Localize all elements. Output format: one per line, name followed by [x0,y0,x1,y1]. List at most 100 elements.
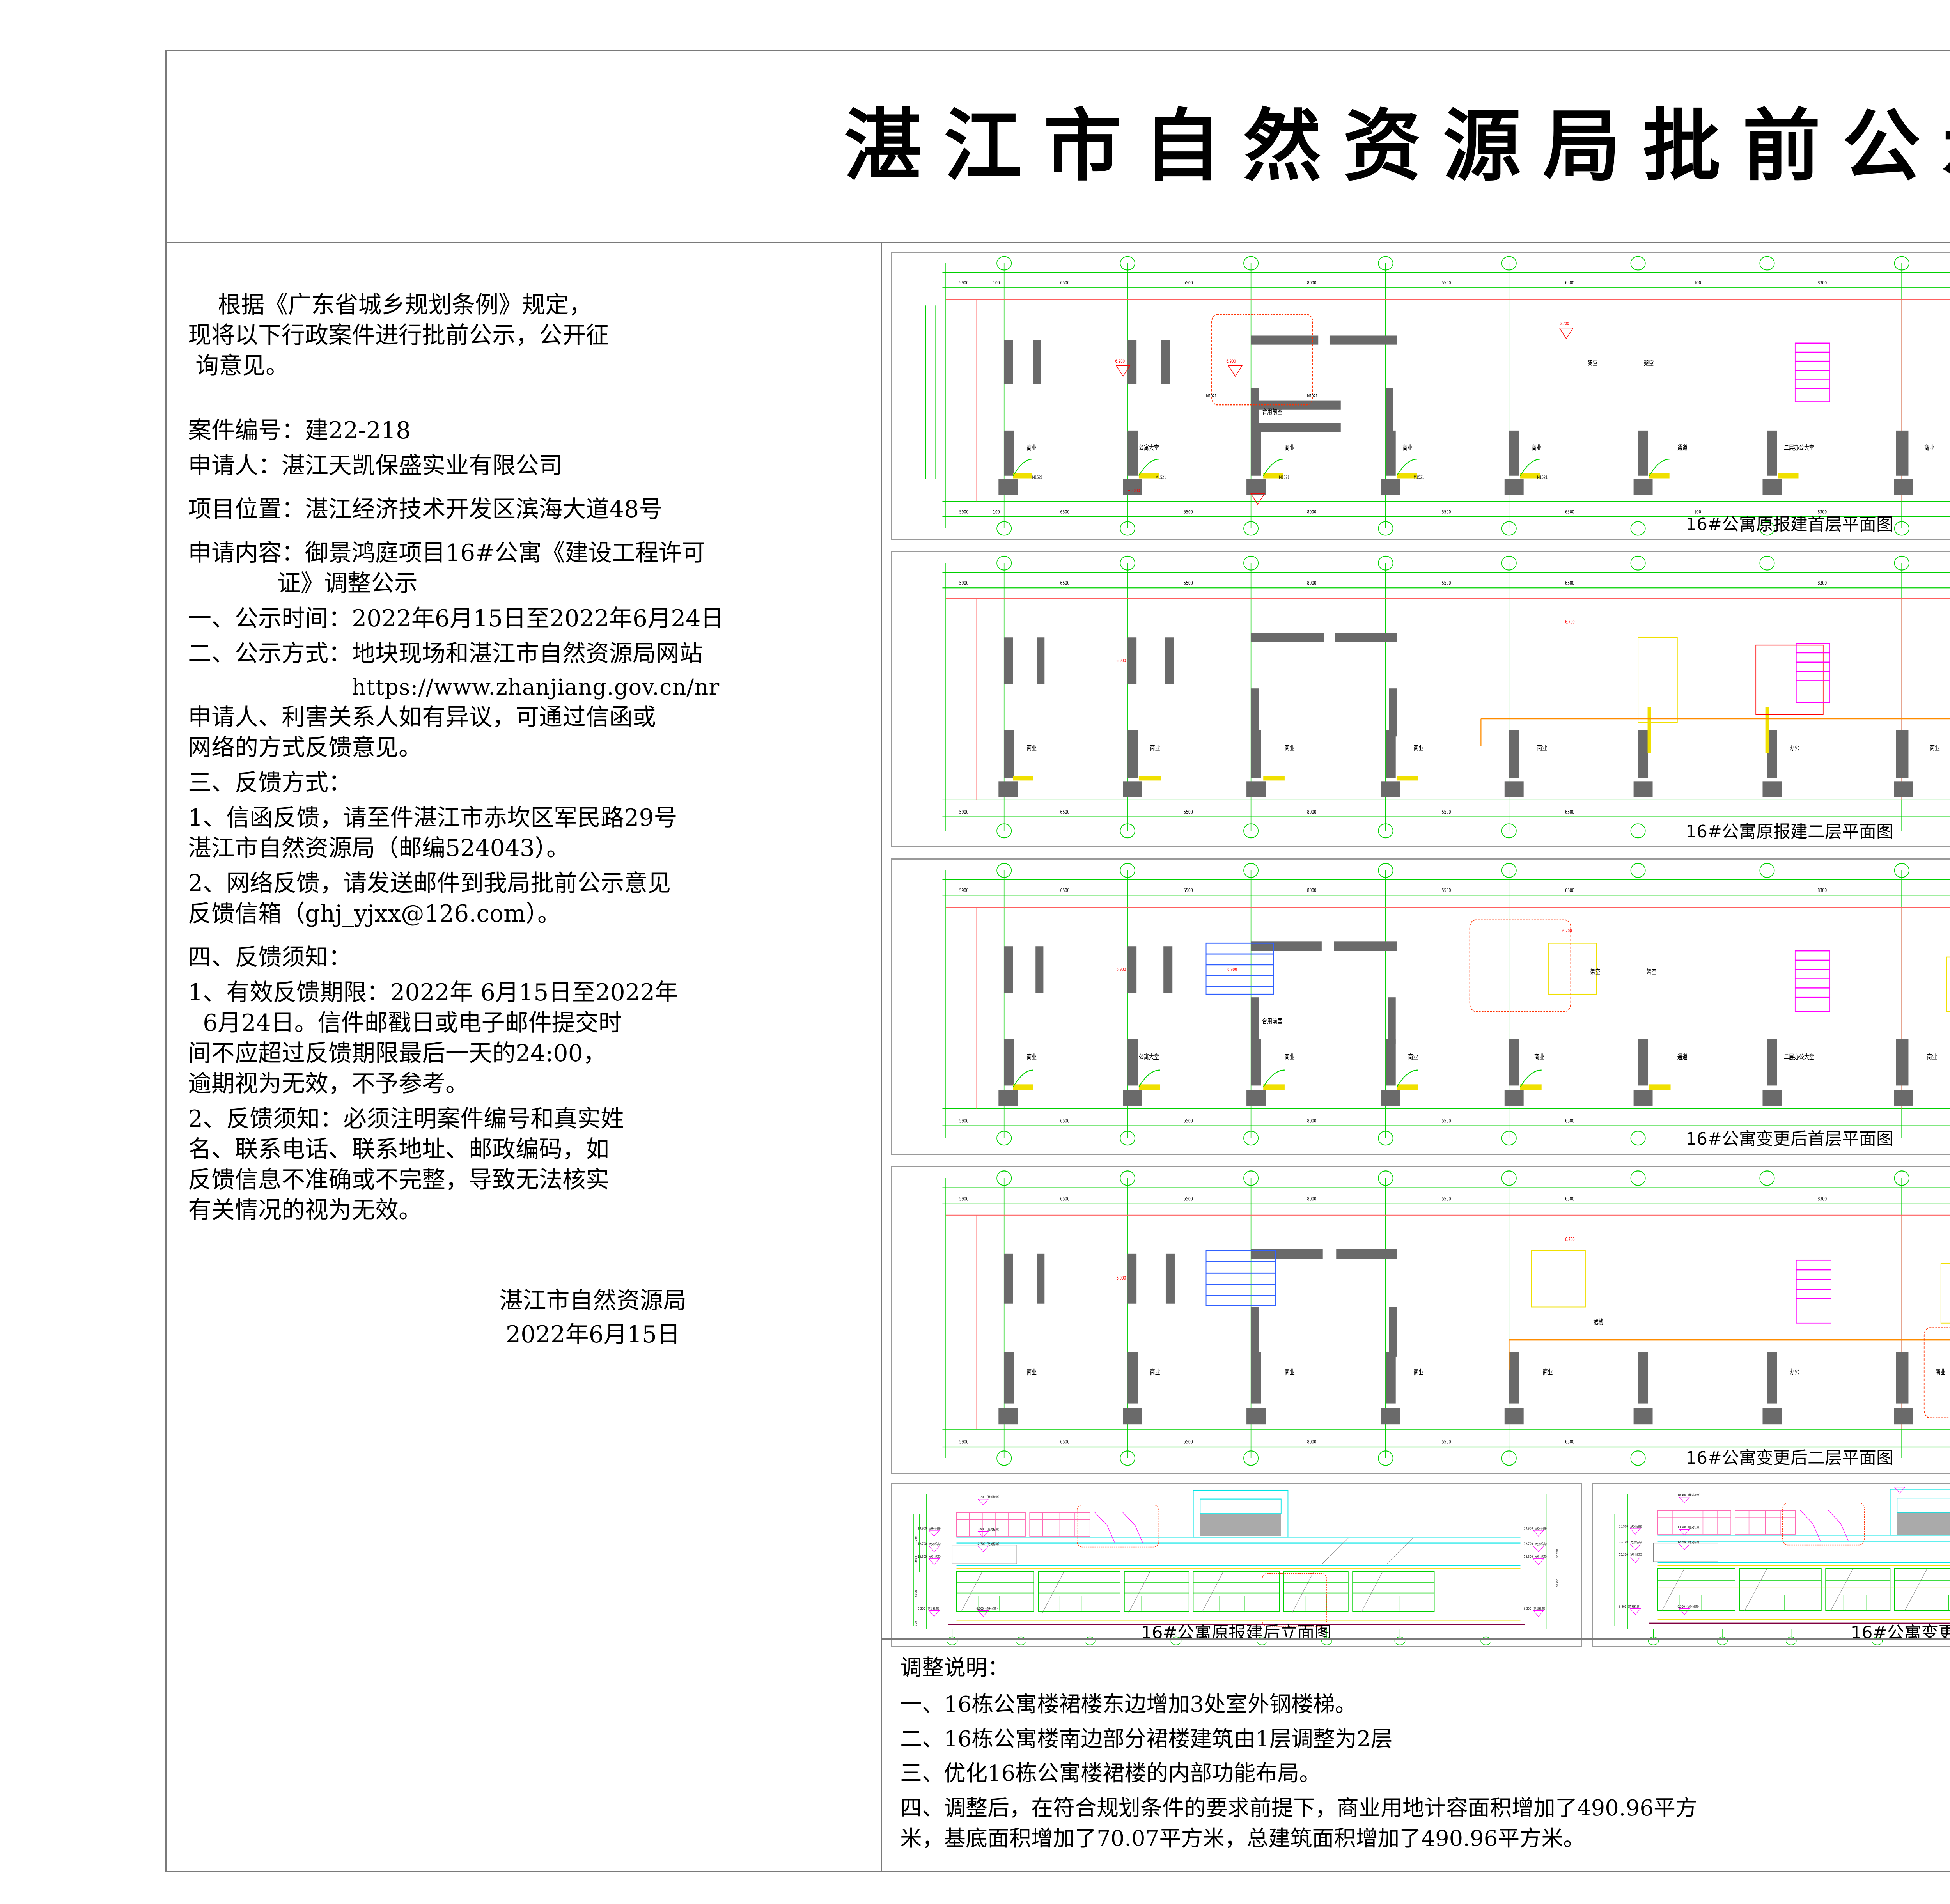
svg-text:65550: 65550 [1556,1579,1559,1587]
svg-text:商业: 商业 [1924,444,1934,452]
svg-text:12.700（绝对标高）: 12.700（绝对标高） [1524,1542,1548,1546]
svg-text:通道: 通道 [1677,444,1688,452]
svg-text:12.700（绝对标高）: 12.700（绝对标高） [1677,1540,1702,1544]
svg-text:架空: 架空 [1647,968,1657,976]
feedback-notice-heading: 四、反馈须知： [188,943,352,971]
publicity-url[interactable]: https://www.zhanjiang.gov.cn/nr [352,675,720,700]
svg-text:13.900（绝对标高）: 13.900（绝对标高） [1619,1525,1643,1528]
svg-text:8000: 8000 [1307,280,1316,286]
svg-text:6.900: 6.900 [1116,1275,1126,1281]
svg-text:6500: 6500 [1060,1118,1070,1124]
svg-text:6500: 6500 [1060,888,1070,893]
svg-text:13.900（绝对标高）: 13.900（绝对标高） [918,1526,942,1530]
svg-text:13.900（绝对标高）: 13.900（绝对标高） [1524,1526,1548,1530]
svg-text:5900: 5900 [959,809,969,815]
svg-text:5900: 5900 [959,1118,969,1124]
svg-text:350: 350 [915,1621,917,1626]
svg-text:5500: 5500 [1442,580,1451,586]
svg-text:8000: 8000 [1307,509,1316,515]
drawing-elevation-original[interactable]: 13.900（绝对标高） 12.700（绝对标高） 12.300（绝对标高） 6… [891,1483,1582,1647]
svg-text:±0.000: ±0.000 [1127,489,1140,493]
drawing-elevation-changed[interactable]: 13.900（绝对标高） 12.700（绝对标高） 12.300（绝对标高） 6… [1592,1483,1950,1647]
svg-text:12.700（绝对标高）: 12.700（绝对标高） [976,1542,1001,1546]
svg-text:6500: 6500 [1565,1118,1574,1124]
applicant: 申请人：湛江天凯保盛实业有限公司 [188,452,562,479]
spacer [188,486,865,494]
svg-text:办公: 办公 [1790,1368,1800,1376]
svg-text:商业: 商业 [1402,444,1413,452]
svg-text:6500: 6500 [1060,280,1070,286]
svg-text:6.300（绝对标高）: 6.300（绝对标高） [976,1607,999,1611]
svg-text:5500: 5500 [1184,1439,1193,1445]
svg-text:合用前室: 合用前室 [1262,1018,1282,1026]
svg-text:6.900: 6.900 [1115,359,1125,364]
svg-text:8300: 8300 [1817,1196,1827,1202]
svg-text:100: 100 [1694,280,1701,286]
svg-text:架空: 架空 [1644,360,1654,367]
svg-text:8000: 8000 [1307,1118,1316,1124]
drawing-caption-3: 16#公寓变更后首层平面图 [1686,1129,1893,1149]
notice-text-column: 根据《广东省城乡规划条例》规定， 现将以下行政案件进行批前公示，公开征 询意见。… [167,243,882,1872]
svg-text:6.900: 6.900 [1116,967,1126,972]
svg-text:5500: 5500 [1442,1196,1451,1202]
svg-text:M1521: M1521 [1156,475,1166,480]
svg-text:5900: 5900 [959,280,969,286]
svg-text:二层办公大堂: 二层办公大堂 [1784,1053,1814,1061]
svg-text:6500: 6500 [1060,1439,1070,1445]
svg-text:商业: 商业 [1026,744,1037,752]
svg-text:M1521: M1521 [1032,475,1043,480]
notice-sheet: 湛江市自然资源局批前公示 根据《广东省城乡规划条例》规定， 现将以下行政案件进行… [165,50,1950,1872]
svg-text:6.900: 6.900 [1227,967,1237,972]
svg-text:6.300（绝对标高）: 6.300（绝对标高） [1677,1605,1700,1609]
svg-text:商业: 商业 [1532,444,1542,452]
svg-text:商业: 商业 [1150,1368,1160,1376]
svg-text:商业: 商业 [1414,744,1424,752]
issuer-name: 湛江市自然资源局 [499,1287,687,1314]
svg-text:6000: 6000 [915,1590,917,1597]
svg-text:5500: 5500 [1184,1118,1193,1124]
svg-text:6.700: 6.700 [1560,321,1569,326]
svg-text:商业: 商业 [1537,744,1547,752]
feedback-notice-item-2: 2、反馈须知：必须注明案件编号和真实姓 名、联系电话、联系地址、邮政编码，如 反… [188,1105,624,1224]
svg-text:6500: 6500 [1060,509,1070,515]
svg-text:商业: 商业 [1026,1368,1037,1376]
drawing-caption-2: 16#公寓原报建二层平面图 [1686,822,1893,842]
svg-text:裙楼: 裙楼 [1593,1318,1603,1326]
svg-text:商业: 商业 [1285,444,1295,452]
svg-text:6500: 6500 [1565,280,1574,286]
svg-text:13.900（绝对标高）: 13.900（绝对标高） [976,1527,1001,1531]
svg-text:8300: 8300 [1817,580,1827,586]
svg-text:12.300（绝对标高）: 12.300（绝对标高） [918,1555,942,1559]
feedback-by-email: 2、网络反馈，请发送邮件到我局批前公示意见 反馈信箱（ghj_yjxx@126.… [188,869,671,927]
svg-text:5900: 5900 [959,580,969,586]
title-band: 湛江市自然资源局批前公示 [167,51,1950,243]
svg-text:100: 100 [1694,509,1701,515]
svg-text:架空: 架空 [1590,968,1601,976]
svg-text:51550: 51550 [1556,1549,1559,1558]
svg-text:M1521: M1521 [1414,475,1424,480]
svg-text:100: 100 [993,509,1000,515]
svg-text:商业: 商业 [1414,1368,1424,1376]
svg-text:6500: 6500 [1060,809,1070,815]
svg-text:6.300（绝对标高）: 6.300（绝对标高） [1524,1607,1547,1611]
svg-text:6500: 6500 [1565,888,1574,893]
svg-text:商业: 商业 [1935,1368,1945,1376]
svg-text:12.300（绝对标高）: 12.300（绝对标高） [1619,1553,1643,1557]
svg-text:5900: 5900 [959,1196,969,1202]
svg-text:6.900: 6.900 [1226,359,1236,364]
svg-text:商业: 商业 [1930,744,1940,752]
svg-text:5500: 5500 [1442,1118,1451,1124]
svg-text:6500: 6500 [1565,1439,1574,1445]
svg-text:5500: 5500 [1184,809,1193,815]
svg-text:5500: 5500 [1442,1439,1451,1445]
svg-text:5900: 5900 [959,509,969,515]
svg-text:8300: 8300 [1817,509,1827,515]
case-number: 案件编号：建22-218 [188,417,411,444]
adjustment-notes-panel: 调整说明： 一、16栋公寓楼裙楼东边增加3处室外钢楼梯。 二、16栋公寓楼南边部… [882,1638,1950,1871]
